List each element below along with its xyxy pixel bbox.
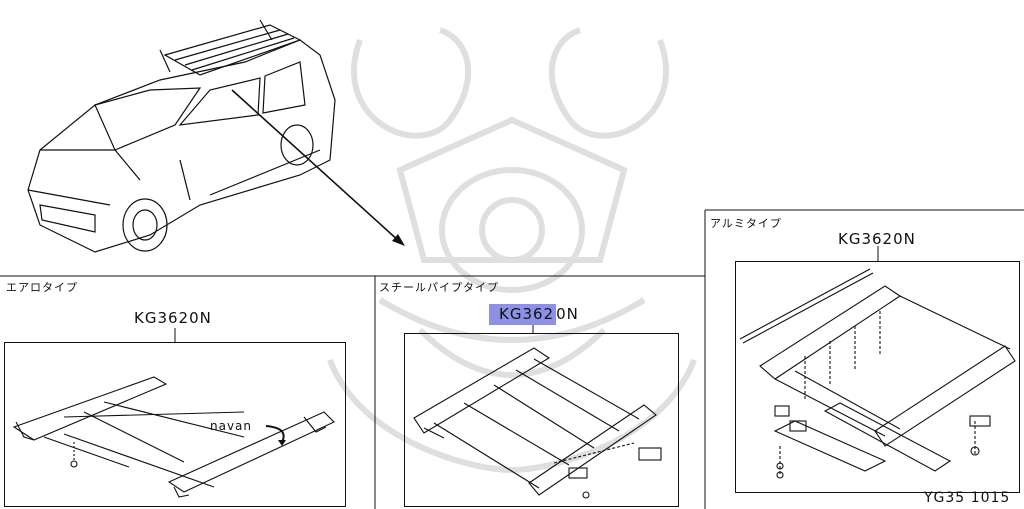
alumi-part-number[interactable]: KG3620N — [838, 230, 916, 248]
navan-callout: navan — [210, 419, 253, 433]
aero-detail-frame — [4, 342, 346, 507]
steel-rack-drawing — [413, 347, 662, 499]
steel-detail-frame — [404, 333, 679, 507]
figure-code: YG35 1015 — [924, 490, 1011, 506]
steel-pipe-type-title: スチールパイプタイプ — [379, 281, 499, 294]
alumi-type-title: アルミタイプ — [710, 217, 782, 230]
aero-rack-drawing — [12, 376, 335, 498]
alumi-rack-drawing — [739, 268, 1016, 479]
aero-type-title: エアロタイプ — [6, 281, 78, 294]
car-illustration — [27, 19, 405, 253]
steel-part-number-suffix: 0N — [556, 305, 579, 323]
steel-part-number-highlight: KG362 — [489, 304, 557, 325]
aero-part-number[interactable]: KG3620N — [134, 309, 212, 327]
alumi-detail-frame — [735, 261, 1020, 493]
